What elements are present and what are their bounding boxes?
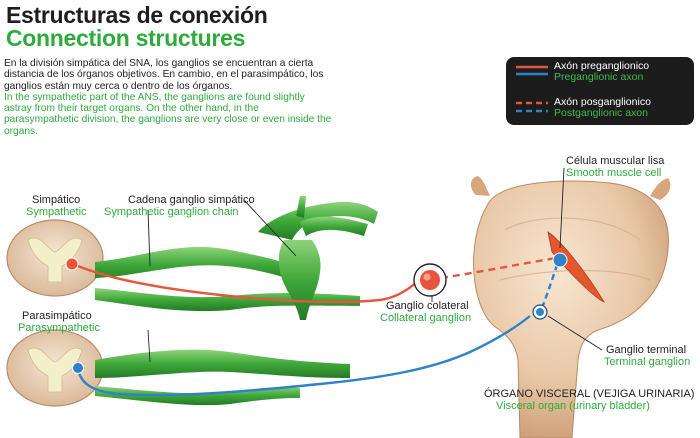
label-parasympathetic-en: Parasympathetic [18, 322, 100, 334]
spinal-cord-parasympathetic [6, 329, 104, 407]
legend-postganglionic-en: Postganglionic axon [554, 107, 648, 119]
label-chain-en: Sympathetic ganglion chain [104, 206, 239, 218]
parasympathetic-preganglionic-axon [76, 315, 531, 397]
label-organ-es: ÓRGANO VISCERAL (VEJIGA URINARIA) [484, 388, 695, 400]
intro-spanish: En la división simpática del SNA, los ga… [4, 58, 324, 92]
leader-line-sympathetic [147, 209, 151, 267]
title-spanish: Estructuras de conexión [6, 2, 268, 28]
leader-line-chain [243, 199, 297, 257]
terminal-ganglion [532, 304, 548, 320]
leader-line-parasympathetic [147, 329, 151, 363]
legend-postganglionic-es: Axón posganglionico [554, 96, 651, 108]
label-collateral-es: Ganglio colateral [386, 300, 469, 312]
spinal-cord-sympathetic [6, 219, 104, 297]
intro-text: En la división simpática del SNA, los ga… [4, 58, 334, 137]
left-ureter [471, 176, 490, 196]
label-chain-es: Cadena ganglio simpático [128, 194, 255, 206]
legend-box: Axón preganglionico Preganglionic axon A… [506, 57, 694, 125]
label-terminal-es: Ganglio terminal [606, 344, 687, 356]
intro-english: In the sympathetic part of the ANS, the … [4, 91, 332, 137]
bladder-texture-line [504, 217, 641, 241]
muscle-cell-nucleus [552, 252, 568, 268]
leader-line-muscle [559, 167, 565, 249]
label-sympathetic-en: Sympathetic [26, 206, 87, 218]
urinary-bladder [471, 176, 671, 438]
label-muscle-en: Smooth muscle cell [566, 167, 662, 179]
title-english: Connection structures [6, 25, 246, 51]
label-organ-en: Visceral organ (urinary bladder) [496, 400, 650, 412]
parasympathetic-nerve-root [95, 349, 350, 406]
sympathetic-ganglion-chain [258, 196, 378, 320]
label-parasympathetic-es: Parasimpático [22, 310, 92, 322]
legend-preganglionic-es: Axón preganglionico [554, 60, 650, 72]
sympathetic-postganglionic-axon [440, 256, 557, 280]
legend-preganglionic-en: Preganglionic axon [554, 71, 644, 83]
label-sympathetic-es: Simpático [32, 194, 81, 206]
smooth-muscle-cell [547, 231, 605, 303]
sympathetic-preganglionic-axon [72, 262, 419, 304]
label-terminal-en: Terminal ganglion [604, 356, 691, 368]
right-ureter [650, 178, 671, 200]
label-collateral-en: Collateral ganglion [380, 312, 472, 324]
parasympathetic-neuron-body [72, 362, 84, 374]
legend-swatches [516, 65, 548, 113]
leader-line-terminal [547, 315, 603, 351]
sympathetic-neuron-body [65, 257, 79, 271]
bladder-body [473, 180, 669, 438]
label-muscle-es: Célula muscular lisa [566, 155, 665, 167]
collateral-ganglion [413, 263, 447, 297]
